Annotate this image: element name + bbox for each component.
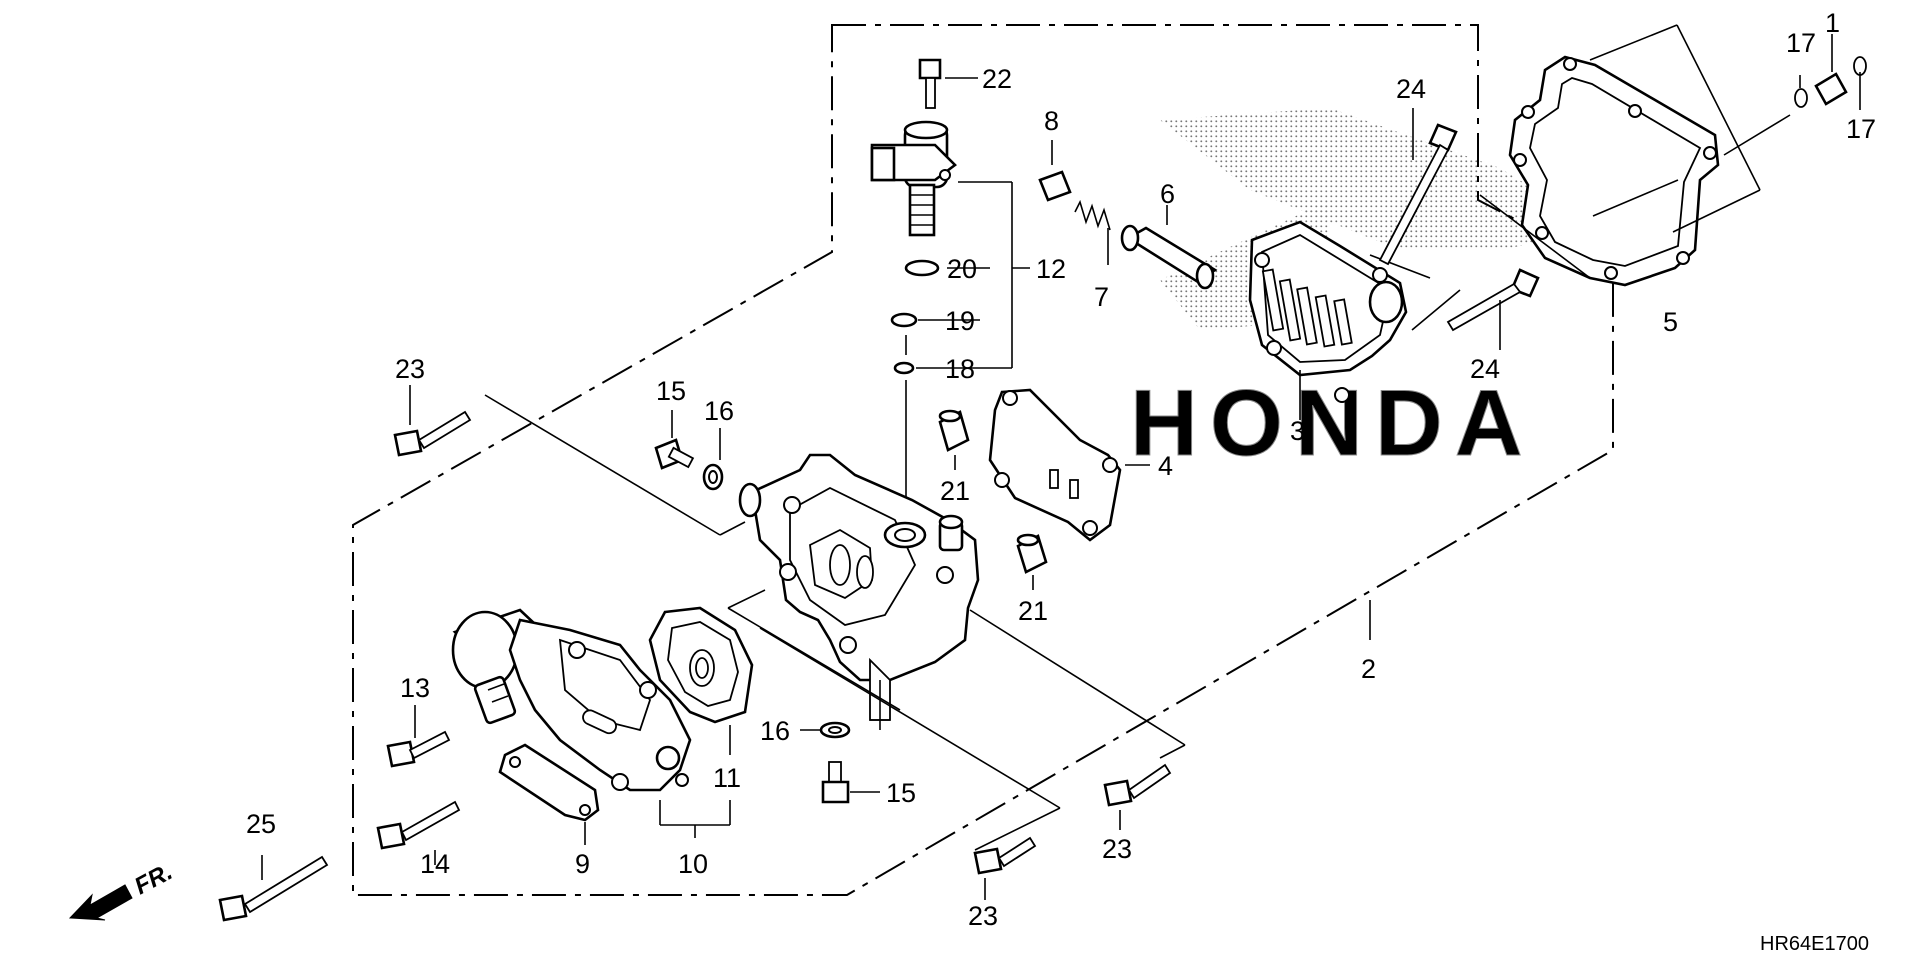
callout-13: 13 bbox=[400, 673, 430, 703]
leader-lines bbox=[484, 394, 1371, 851]
bolt-15-lower bbox=[800, 721, 880, 804]
arrow-icon bbox=[68, 884, 133, 921]
callout-25: 25 bbox=[246, 809, 276, 839]
bolts-24 bbox=[1378, 108, 1540, 350]
callout-1: 1 bbox=[1825, 8, 1840, 38]
callout-23-right: 23 bbox=[1102, 834, 1132, 864]
callout-19: 19 bbox=[945, 306, 975, 336]
callout-12: 12 bbox=[1036, 254, 1066, 284]
solenoid-12 bbox=[870, 120, 1030, 500]
bolt-22 bbox=[918, 58, 978, 109]
bracket-9 bbox=[498, 743, 600, 845]
callout-24-lower: 24 bbox=[1470, 354, 1500, 384]
callout-22: 22 bbox=[982, 64, 1012, 94]
separator-plate-4 bbox=[988, 388, 1150, 542]
callout-16-upper: 16 bbox=[704, 396, 734, 426]
assembly-outline bbox=[352, 24, 1614, 896]
callout-24-upper: 24 bbox=[1396, 74, 1426, 104]
callout-17-left: 17 bbox=[1786, 28, 1816, 58]
callout-14: 14 bbox=[420, 849, 450, 879]
callout-17-right: 17 bbox=[1846, 114, 1876, 144]
bolt-15-upper bbox=[654, 410, 724, 491]
callout-21-lower: 21 bbox=[1018, 596, 1048, 626]
callout-9: 9 bbox=[575, 849, 590, 879]
plug-and-washers bbox=[1794, 34, 1867, 110]
callout-7: 7 bbox=[1094, 282, 1109, 312]
callout-3: 3 bbox=[1290, 416, 1305, 446]
bolt-25 bbox=[218, 855, 329, 922]
shift-solenoid-10 bbox=[451, 608, 731, 838]
bolt-23-lower-right bbox=[1103, 763, 1172, 830]
spool-spring-clip bbox=[1038, 140, 1218, 290]
callout-4: 4 bbox=[1158, 451, 1173, 481]
main-housing bbox=[738, 453, 980, 730]
callouts: 1 2 3 4 5 6 7 8 9 10 11 12 13 14 15 15 1… bbox=[246, 8, 1876, 931]
callout-5: 5 bbox=[1663, 307, 1678, 337]
callout-2: 2 bbox=[1361, 654, 1376, 684]
bolt-23-lower-left bbox=[973, 836, 1037, 900]
diagram-code: HR64E1700 bbox=[1760, 933, 1869, 955]
valve-body bbox=[1248, 220, 1461, 420]
callout-8: 8 bbox=[1044, 106, 1059, 136]
bolt-23-left bbox=[393, 385, 472, 457]
front-direction-indicator: FR. bbox=[68, 858, 177, 921]
callout-10: 10 bbox=[678, 849, 708, 879]
bolt-14 bbox=[376, 800, 461, 865]
callout-15-upper: 15 bbox=[656, 376, 686, 406]
front-direction-label: FR. bbox=[130, 858, 177, 900]
callout-6: 6 bbox=[1160, 179, 1175, 209]
bolt-13 bbox=[386, 705, 451, 768]
callout-21-upper: 21 bbox=[940, 476, 970, 506]
callout-16-lower: 16 bbox=[760, 716, 790, 746]
gasket-11 bbox=[648, 606, 754, 755]
callout-23-bottom: 23 bbox=[968, 901, 998, 931]
callout-11: 11 bbox=[713, 763, 741, 793]
callout-18: 18 bbox=[945, 354, 975, 384]
callout-23-left: 23 bbox=[395, 354, 425, 384]
callout-15-lower: 15 bbox=[886, 778, 916, 808]
dowel-pins-21 bbox=[938, 409, 1048, 590]
cover-gasket bbox=[1479, 24, 1791, 287]
callout-20: 20 bbox=[947, 254, 977, 284]
watermark-text: HONDA bbox=[1130, 370, 1535, 475]
